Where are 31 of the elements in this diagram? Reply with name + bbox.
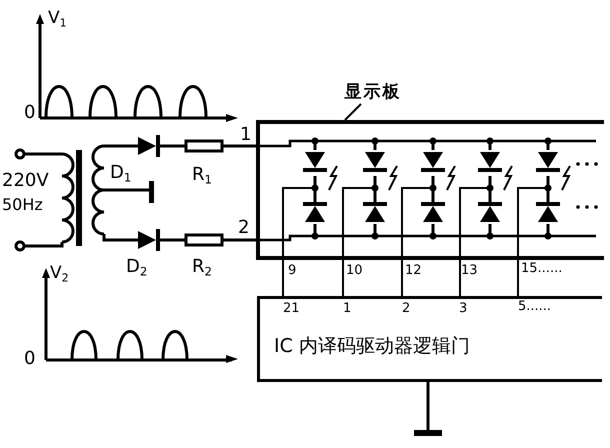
circuit-label: R$_{2}$	[192, 258, 212, 278]
circuit-label: 2	[238, 219, 250, 237]
circuit-label: 9	[288, 264, 296, 277]
pin-wire	[342, 260, 344, 296]
circuit-label: D$_{1}$	[110, 164, 132, 184]
circuit-label: 0	[24, 350, 36, 368]
board-label: 显示板	[344, 80, 402, 102]
circuit-label: 220V	[2, 172, 49, 190]
circuit-label: 50Hz	[2, 197, 43, 213]
circuit-label: 1	[343, 302, 352, 315]
display-board-panel	[256, 120, 604, 260]
circuit-label: V$_{2}$	[50, 265, 69, 284]
circuit-label: 10	[346, 264, 363, 277]
circuit-label: 5......	[518, 300, 552, 313]
pin-wire	[459, 260, 461, 296]
pin-wire	[282, 260, 284, 296]
circuit-label: V$_{1}$	[48, 10, 67, 28]
circuit-label: 13	[461, 264, 478, 277]
circuit-label: 15......	[521, 262, 562, 275]
circuit-label: 21	[283, 302, 300, 315]
pin-wire	[517, 260, 519, 296]
pin-wire	[401, 260, 403, 296]
circuit-label: 2	[402, 302, 410, 315]
circuit-label: D$_{2}$	[126, 258, 148, 278]
leader-line	[344, 103, 362, 121]
ic-label: IC 内译码驱动器逻辑门	[274, 334, 470, 359]
circuit-label: R$_{1}$	[192, 166, 212, 186]
circuit-label: 0	[24, 104, 36, 122]
circuit-label: 3	[459, 302, 468, 315]
circuit-label: 12	[405, 264, 422, 277]
circuit-label: 1	[240, 126, 252, 144]
